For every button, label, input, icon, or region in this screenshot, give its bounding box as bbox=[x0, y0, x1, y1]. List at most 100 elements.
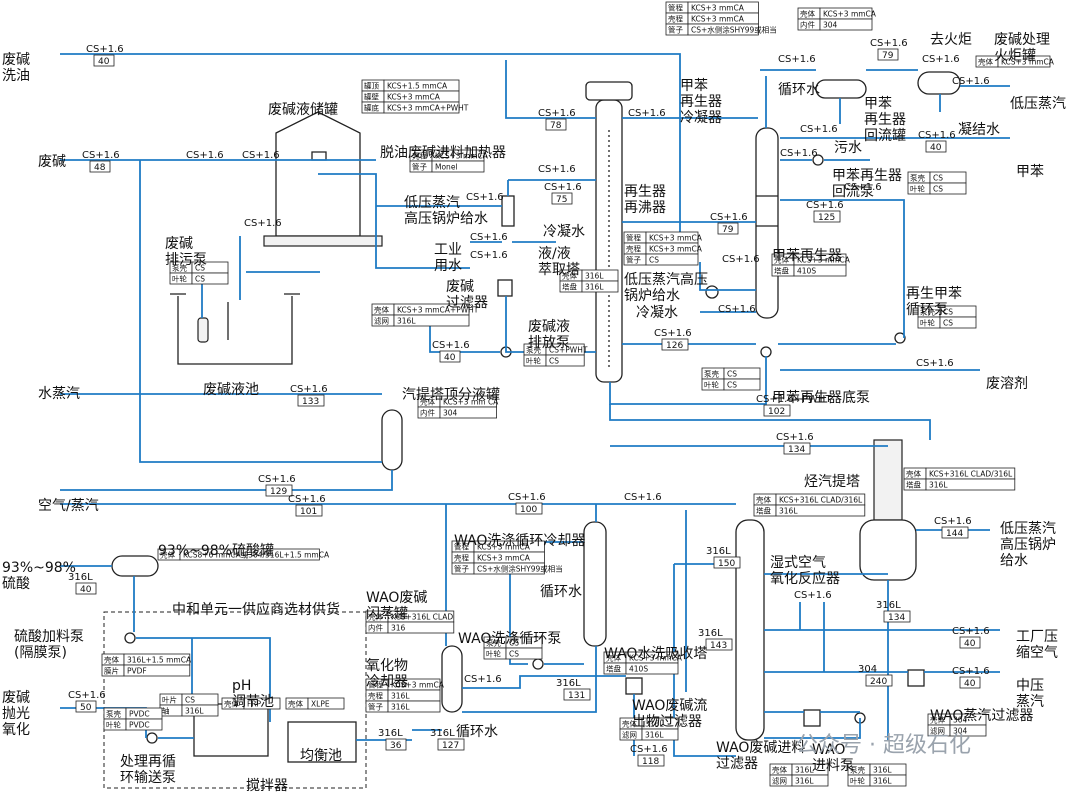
label-wao-eff-filter: WAO废碱流出物过滤器 bbox=[632, 698, 707, 730]
material-part: 壳体 bbox=[224, 699, 239, 709]
material-spec: 304 bbox=[823, 21, 838, 30]
stream-spec: CS+1.6 bbox=[952, 666, 990, 677]
extraction-tower bbox=[585, 81, 633, 383]
stripper-overhead-drum bbox=[381, 409, 403, 471]
line-number-box bbox=[439, 350, 461, 363]
label-caustic-polish: 废碱抛光氧化 bbox=[2, 690, 30, 738]
material-part: 叶轮 bbox=[526, 356, 541, 366]
label-condensate: 冷凝水 bbox=[543, 224, 585, 240]
material-spec: KCS+3 mmCA bbox=[649, 234, 703, 243]
label-mp-steam: 中压蒸汽 bbox=[1016, 678, 1044, 710]
stream-spec: CS+1.6 bbox=[776, 432, 814, 443]
label-wash-pump: WAO洗涤循环泵 bbox=[458, 631, 561, 647]
line-number: 40 bbox=[964, 679, 976, 689]
material-spec: KCS+3 mmCA bbox=[477, 543, 531, 552]
material-spec: CS bbox=[195, 264, 205, 273]
stream-spec: 316L bbox=[430, 728, 455, 739]
material-part: 管程 bbox=[668, 3, 683, 13]
material-spec: 316L bbox=[645, 720, 664, 729]
line-number-box bbox=[877, 48, 899, 61]
material-spec: 316L bbox=[585, 283, 604, 292]
material-spec: 316L bbox=[795, 777, 814, 786]
material-part: 罐壁 bbox=[364, 92, 379, 102]
line-number-box bbox=[563, 688, 591, 701]
line-number: 78 bbox=[550, 121, 562, 131]
stream-spec: CS+1.6 bbox=[624, 492, 662, 503]
material-spec: 316 bbox=[391, 624, 406, 633]
stream-spec: CS+1.6 bbox=[258, 474, 296, 485]
material-part: 壳体 bbox=[772, 765, 787, 775]
material-part: 壳程 bbox=[412, 151, 427, 161]
line-number: 40 bbox=[444, 353, 456, 363]
stream-spec: CS+1.6 bbox=[538, 164, 576, 175]
material-part: 滤网 bbox=[930, 726, 945, 736]
material-part: 叶轮 bbox=[486, 649, 501, 659]
material-spec: CS bbox=[185, 696, 195, 705]
material-spec: KCS+3 mmCA bbox=[391, 681, 445, 690]
material-part: 叶轮 bbox=[850, 776, 865, 786]
label-storage-tank: 废碱液储罐 bbox=[268, 102, 338, 118]
stream-spec: CS+1.6 bbox=[800, 124, 838, 135]
material-part: 管子 bbox=[454, 564, 469, 574]
material-part: 轴 bbox=[162, 706, 170, 716]
material-spec: KCS+3 mmCA bbox=[823, 10, 877, 19]
material-part: 壳程 bbox=[668, 14, 683, 24]
label-blowdown-pump: 废碱排污泵 bbox=[165, 236, 207, 268]
stream-spec: 316L bbox=[698, 628, 723, 639]
line-number: 126 bbox=[666, 341, 683, 351]
stream-spec: CS+1.6 bbox=[466, 192, 504, 203]
sulfuric-acid-tank bbox=[111, 555, 159, 577]
material-part: 管程 bbox=[626, 233, 641, 243]
material-spec: 316L+1.5 mmCA bbox=[127, 656, 192, 665]
stream-spec: 316L bbox=[68, 572, 93, 583]
label-tol-regen: 甲苯再生器 bbox=[772, 247, 842, 264]
material-spec: KCS+3 mmCA bbox=[691, 15, 745, 24]
wao-flash-drum bbox=[441, 645, 463, 713]
material-spec: 316L bbox=[795, 766, 814, 775]
label-waste-solvent: 废溶剂 bbox=[986, 376, 1028, 392]
material-part: 滤网 bbox=[374, 316, 389, 326]
label-hc-stripper: 烃汽提塔 bbox=[804, 474, 860, 490]
line-number: 48 bbox=[94, 163, 106, 173]
process-lines bbox=[60, 53, 1010, 757]
stream-spec: CS+1.6 bbox=[722, 254, 760, 265]
line-number: 134 bbox=[888, 613, 905, 623]
material-part: 管子 bbox=[668, 25, 683, 35]
label-steam-out: 水蒸汽 bbox=[38, 386, 80, 402]
material-part: 壳体 bbox=[978, 57, 993, 67]
toluene-regenerator bbox=[755, 127, 779, 319]
line-number: 100 bbox=[520, 505, 537, 515]
material-spec: 316L bbox=[929, 481, 948, 490]
caustic-filter-unit bbox=[497, 279, 513, 297]
label-oxide-cooler: 氧化物冷却器 bbox=[366, 658, 408, 690]
stream-spec: CS+1.6 bbox=[952, 76, 990, 87]
line-number-box bbox=[713, 556, 741, 569]
material-spec: CS bbox=[943, 319, 953, 328]
stream-spec: CS+1.6 bbox=[508, 492, 546, 503]
stream-spec: CS+1.6 bbox=[290, 384, 328, 395]
line-number: 36 bbox=[390, 741, 402, 751]
label-acid-tank: 93%~98%硫酸罐 bbox=[158, 543, 274, 559]
line-number-box bbox=[783, 442, 811, 455]
material-spec: CS bbox=[649, 256, 659, 265]
watermark-text: 公众号 · 超级石化 bbox=[796, 733, 971, 758]
label-wao-feed-filter: WAO废碱进料过滤器 bbox=[716, 740, 805, 772]
label-air-steam-out: 空气/蒸汽 bbox=[38, 498, 99, 514]
label-caustic-filter: 废碱过滤器 bbox=[446, 279, 488, 311]
stream-spec: CS+1.6 bbox=[952, 626, 990, 637]
material-part: 壳程 bbox=[368, 691, 383, 701]
material-spec: KCS8+6 mmCA或304/316L+1.5 mmCA bbox=[183, 550, 330, 560]
label-reboiler: 再生器再沸器 bbox=[624, 184, 666, 216]
